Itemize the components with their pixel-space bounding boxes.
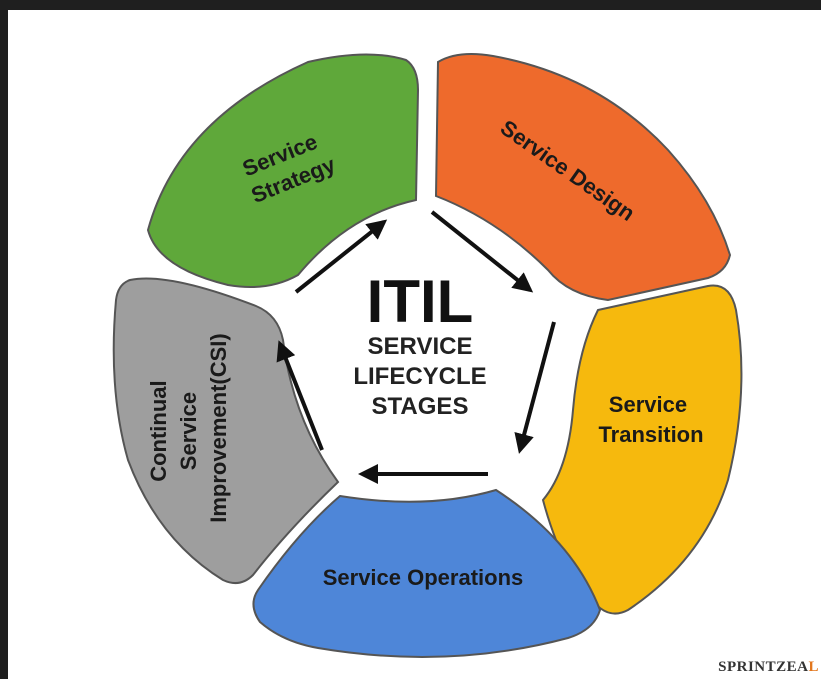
watermark-main: SPRINTZEA: [718, 659, 809, 675]
service-operations-label: Service Operations: [323, 565, 524, 590]
csi-label-line-2: Service: [176, 392, 201, 470]
arrow-strategy-to-design: [430, 210, 534, 293]
service-transition-label-line-1: Service: [609, 392, 687, 417]
segment-service-transition: Service Transition: [541, 284, 743, 615]
arrow-csi-to-strategy: [294, 219, 388, 294]
service-strategy-segment: [146, 53, 420, 288]
service-operations-segment: [252, 488, 602, 658]
service-design-segment: [434, 53, 732, 302]
center-title: ITIL: [367, 268, 474, 335]
segment-service-design: Service Design: [434, 53, 732, 302]
csi-label-line-1: Continual: [146, 380, 171, 481]
center-subtitle-line-1: SERVICE: [368, 333, 473, 360]
center-subtitle-line-3: STAGES: [372, 393, 469, 420]
center-subtitle-line-2: LIFECYCLE: [353, 363, 486, 390]
csi-label: Continual Service Improvement(CSI): [146, 333, 231, 522]
itil-lifecycle-diagram: Service Strategy Service Design Service …: [112, 53, 743, 658]
diagram-frame: Service Strategy Service Design Service …: [8, 10, 821, 679]
sprintzeal-watermark: SPRINTZEAL: [718, 659, 819, 676]
service-transition-segment: [541, 284, 743, 615]
segment-service-operations: Service Operations: [252, 488, 602, 658]
arrow-design-to-transition: [514, 321, 556, 454]
lifecycle-arrows: [276, 210, 556, 484]
service-operations-label-line-1: Service Operations: [323, 565, 524, 590]
arrow-operations-to-csi: [276, 340, 324, 451]
service-transition-label: Service Transition: [598, 392, 703, 447]
service-transition-label-line-2: Transition: [598, 422, 703, 447]
watermark-accent: L: [808, 659, 819, 675]
csi-label-line-3: Improvement(CSI): [206, 333, 231, 522]
segment-service-strategy: Service Strategy: [146, 53, 420, 288]
